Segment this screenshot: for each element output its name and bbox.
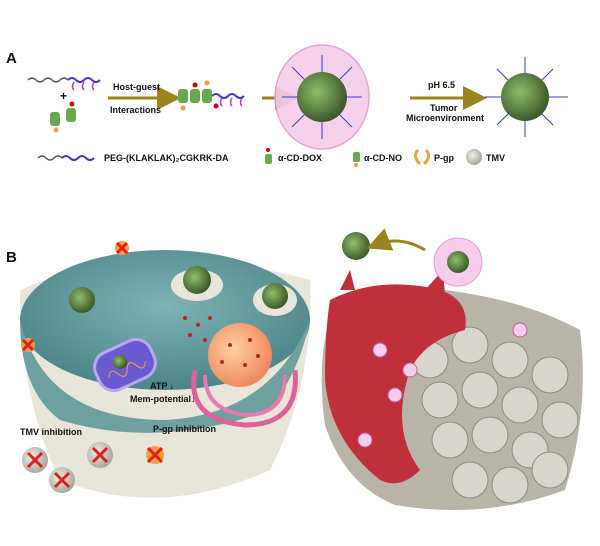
dox-icon	[265, 154, 272, 164]
interactions-label: Interactions	[110, 105, 161, 115]
nanoparticle-delivery	[342, 228, 483, 287]
tumor-label: Tumor	[430, 103, 458, 113]
tumor-tissue	[321, 270, 583, 510]
pgp-icon	[413, 148, 431, 166]
tmv-inhibition-label: TMV inhibition	[20, 427, 82, 437]
internalizing-nanoparticles	[69, 266, 297, 342]
assembled-chain	[178, 80, 245, 111]
legend-pgp: P-gp	[434, 153, 454, 163]
nucleus	[191, 323, 298, 428]
ph-label: pH 6.5	[428, 80, 455, 90]
microenvironment-label: Microenvironment	[406, 113, 484, 123]
panel-a-label: A	[6, 50, 17, 67]
host-guest-label: Host-guest	[113, 82, 160, 92]
legend-dox: α-CD-DOX	[278, 153, 322, 163]
plus-sign: +	[60, 89, 67, 103]
peptide-chain	[27, 77, 101, 91]
tmv-icon	[466, 149, 482, 165]
cyclodextrin-monomers	[50, 101, 76, 133]
shielded-micelle	[274, 44, 370, 150]
legend: PEG-(KLAKLAK)₂CGKRK-DA α-CD-DOX α-CD-NO …	[37, 148, 505, 167]
inhibition-markers	[21, 241, 164, 493]
legend-tmv: TMV	[486, 153, 505, 163]
legend-peptide: PEG-(KLAKLAK)₂CGKRK-DA	[104, 153, 229, 163]
atp-label: ATP ↓	[150, 381, 174, 391]
panel-b-label: B	[6, 249, 17, 266]
legend-no: α-CD-NO	[364, 153, 402, 163]
exposed-nanoparticle	[485, 57, 568, 137]
mitochondrion	[93, 337, 157, 393]
mem-potential-label: Mem-potential↓	[130, 394, 196, 404]
pgp-inhibition-label: P-gp inhibition	[153, 424, 216, 434]
no-icon	[353, 152, 360, 162]
